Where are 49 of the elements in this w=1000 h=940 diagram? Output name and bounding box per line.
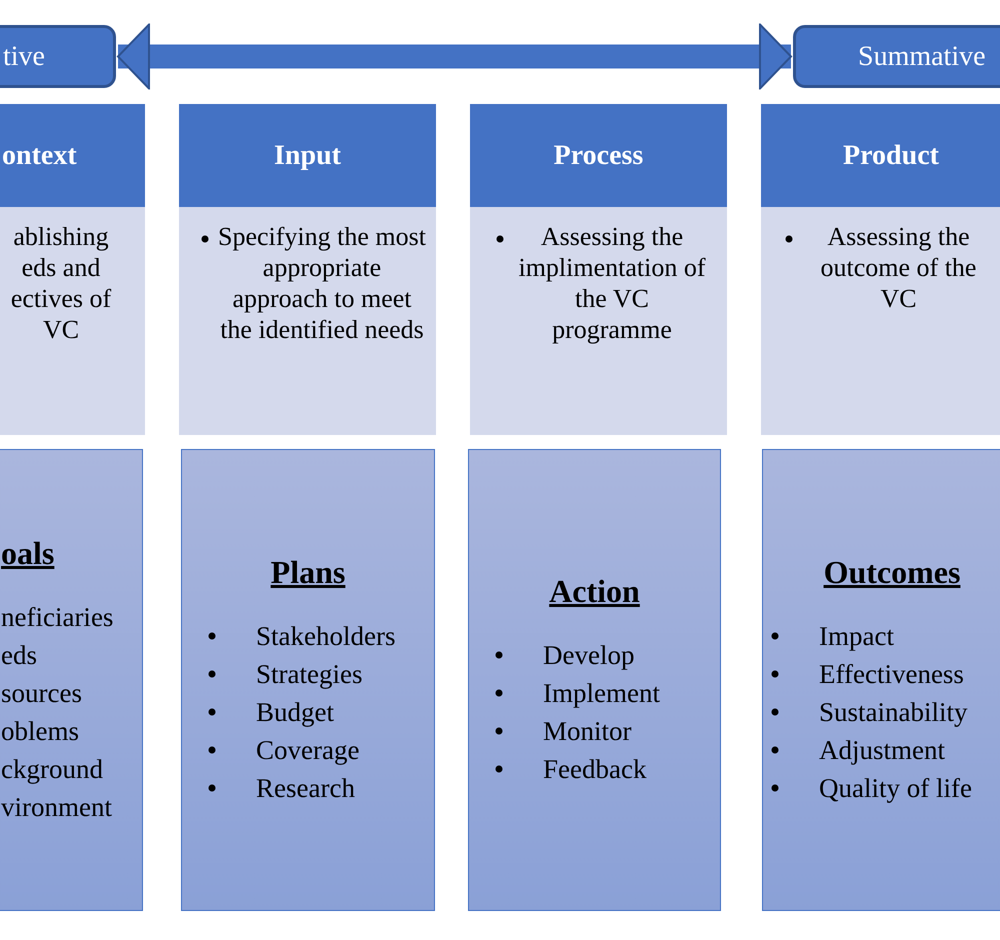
column-header [0,104,145,207]
list-item: Develop [543,640,634,670]
description-text: ablishing eds and ectives of VC [10,221,112,345]
list-item: Impact [819,620,894,650]
list-item: Sustainability [819,696,968,726]
description-panel [761,207,1000,435]
description-panel [470,207,727,435]
header-text: ontext [1,140,77,172]
list-item: Implement [543,678,660,708]
list-item: oblems [1,716,79,746]
detail-card [762,449,1000,911]
stage-pill [0,25,116,88]
header-text: Input [274,140,341,172]
list-item: Budget [256,696,334,726]
card-heading: Outcomes [822,554,962,590]
card-heading: Action [548,572,641,610]
list-item: ckground [1,754,103,784]
list-item: Feedback [543,754,646,784]
description-panel [179,207,436,435]
description-text: Specifying the most appropriate approach to meet the identified needs [217,221,427,345]
stage-label: tive [2,40,45,72]
list-item: neficiaries [1,602,114,632]
list-item: Monitor [543,716,632,746]
list-item: vironment [1,792,112,822]
description-text: Assessing the outcome of the VC [820,221,978,314]
list-item: Adjustment [819,734,945,764]
list-item: Stakeholders [256,620,396,650]
card-heading: Plans [270,554,346,590]
column-header [470,104,727,207]
header-text: Product [843,140,939,172]
list-item: Coverage [256,734,360,764]
list-item: Research [256,772,355,802]
detail-card [468,449,721,911]
list-item: sources [1,678,82,708]
description-text: Assessing the implimentation of the VC programme [517,221,707,345]
list-item: Quality of life [819,772,972,802]
card-heading: oals [0,534,56,572]
detail-card [0,449,143,911]
list-item: eds [1,640,37,670]
detail-card [181,449,435,911]
column-header [179,104,436,207]
double-arrow [117,24,792,90]
list-item: Effectiveness [819,658,964,688]
list-item: Strategies [256,658,362,688]
stage-label: Summative [857,40,986,72]
header-text: Process [554,140,644,172]
stage-pill [793,25,1000,88]
description-panel [0,207,145,435]
column-header [761,104,1000,207]
